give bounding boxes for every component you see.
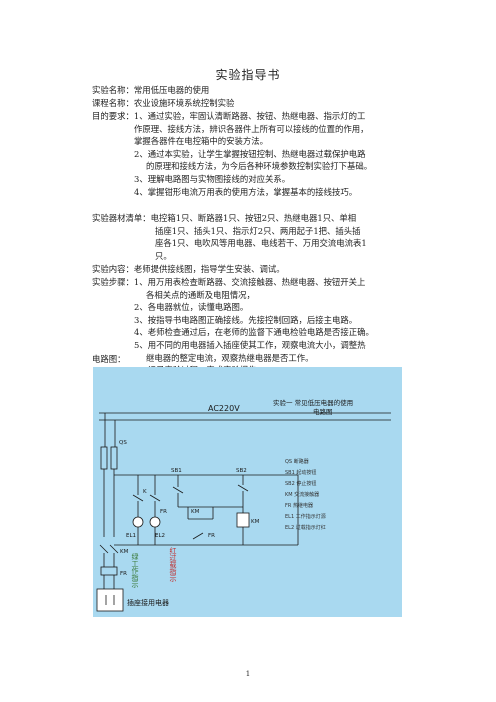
km-main-label: KM bbox=[120, 549, 129, 555]
item-line: 通过本实验，让学生掌握按钮控制、热继电器过载保护电路 bbox=[147, 148, 366, 159]
km-coil bbox=[236, 512, 250, 528]
equipment-label: 实验器材清单： bbox=[92, 213, 151, 223]
circuit-title-2: 电路图 bbox=[313, 407, 333, 416]
content-label: 实验内容： bbox=[92, 264, 134, 274]
purpose-item: 1、通过实验，牢固认清断路器、按钮、热继电器、指示灯的工 bbox=[134, 110, 365, 123]
k-label: K bbox=[143, 489, 147, 495]
sb1-label: SB1 bbox=[171, 468, 182, 474]
km-hold-label: KM bbox=[191, 509, 200, 515]
purpose-item: 2、通过本实验，让学生掌握按钮控制、热继电器过载保护电路 bbox=[134, 148, 432, 161]
el2-lamp bbox=[149, 516, 161, 528]
legend-item-5: FR 热继电器 bbox=[285, 502, 313, 509]
equipment-line: 插座1只、插头1只、指示灯2只、两用起子1把、插头插 bbox=[155, 225, 361, 236]
sb2-contact bbox=[237, 484, 249, 492]
document-title: 实验指导书 bbox=[215, 68, 281, 82]
el1-lamp bbox=[132, 516, 144, 528]
legend-item-7: EL2 过载指示灯红 bbox=[285, 524, 326, 531]
item-number: 1、 bbox=[133, 277, 148, 287]
legend-item-3: SB2 停止按钮 bbox=[285, 480, 316, 487]
red-indicator-text: 红过载指示 bbox=[169, 546, 177, 582]
socket-label: 插座接用电器 bbox=[127, 598, 169, 607]
content-section: 实验内容：老师提供接线图，指导学生安装、调试。 bbox=[92, 263, 432, 276]
diagram-background bbox=[93, 367, 402, 617]
item-line: 理解电路图与实物图接线的对应关系。 bbox=[147, 173, 291, 184]
km-main-contact-2 bbox=[109, 544, 119, 554]
experiment-name-value: 常用低压电器的使用 bbox=[133, 85, 210, 95]
course-name-label: 课程名称： bbox=[92, 97, 134, 108]
item-line: 用万用表检查断路器、交流接触器、热继电器、按钮开关上 bbox=[147, 277, 366, 287]
item-number: 2、 bbox=[134, 302, 148, 313]
item-line: 掌握钳形电流万用表的使用方法，掌握基本的接线技巧。 bbox=[147, 186, 358, 197]
fr-nc-label: FR bbox=[208, 533, 215, 539]
fr-label: FR bbox=[160, 509, 167, 515]
item-line: 各相关点的通断及电阻情况， bbox=[146, 289, 255, 300]
socket bbox=[96, 588, 124, 612]
legend-item-1: QS 断路器 bbox=[285, 458, 309, 465]
purpose-item: 4、掌握钳形电流万用表的使用方法，掌握基本的接线技巧。 bbox=[134, 186, 432, 199]
equipment-section: 实验器材清单：电控箱1只、断路器1只、按钮2只、热继电器1只、单相 插座1只、插… bbox=[92, 212, 432, 262]
item-line: 各电器就位，读懂电路图。 bbox=[147, 302, 249, 313]
experiment-name-label: 实验名称： bbox=[92, 85, 134, 95]
equipment-line: 只。 bbox=[155, 250, 172, 261]
item-line: 通过实验，牢固认清断路器、按钮、热继电器、指示灯的工 bbox=[147, 111, 366, 121]
k-contact bbox=[132, 494, 144, 502]
fr-thermal-label: FR bbox=[120, 571, 127, 577]
qs-label: QS bbox=[119, 440, 127, 446]
item-line: 继电器的整定电流，观察热继电器是否工作。 bbox=[146, 352, 314, 363]
equipment-line: 电控箱1只、断路器1只、按钮2只、热继电器1只、单相 bbox=[150, 213, 357, 223]
equipment-line: 座各1只、电吹风等用电器、电线若干、万用交流电流表1 bbox=[155, 238, 367, 249]
item-line: 的原理和接线方法，为今后各种环境参数控制实验打下基础。 bbox=[146, 161, 373, 172]
item-line: 老师检查通过后，在老师的监督下通电检验电路是否接正确。 bbox=[147, 327, 374, 338]
page-number: 1 bbox=[245, 670, 251, 678]
green-indicator-text: 绿工作指示 bbox=[131, 552, 139, 588]
experiment-info: 实验名称：常用低压电器的使用 课程名称：农业设施环境系统控制实验 bbox=[92, 84, 432, 109]
legend-item-2: SB1 起动按钮 bbox=[285, 469, 316, 476]
legend-item-6: EL1 工作指示灯源 bbox=[285, 513, 326, 520]
legend-item-4: KM 交流接触器 bbox=[285, 491, 319, 498]
item-number: 3、 bbox=[134, 173, 148, 184]
el2-label: EL2 bbox=[155, 533, 165, 539]
step-item: 5、用不同的用电器插入插座使其工作，观察电流大小，调整热 bbox=[134, 339, 432, 352]
item-number: 1、 bbox=[133, 111, 148, 121]
purpose-section: 目的要求： 1、通过实验，牢固认清断路器、按钮、热继电器、指示灯的工 作原理、接… bbox=[92, 110, 432, 198]
item-line: 掌握各器件在电控箱中的安装方法。 bbox=[134, 136, 268, 147]
item-line: 作原理、接线方法，辨识各器件上所有可以接线的位置的作用， bbox=[134, 123, 369, 134]
course-name-value: 农业设施环境系统控制实验 bbox=[133, 97, 235, 108]
sb1-contact bbox=[172, 486, 184, 494]
fr-thermal bbox=[100, 566, 118, 576]
item-number: 5、 bbox=[134, 339, 148, 350]
voltage-label: AC220V bbox=[208, 404, 240, 413]
content-value: 老师提供接线图，指导学生安装、调试。 bbox=[133, 264, 285, 274]
el1-label: EL1 bbox=[126, 533, 136, 539]
km-coil-label: KM bbox=[251, 519, 260, 525]
steps-label: 实验步骤： bbox=[92, 277, 134, 287]
purpose-items: 1、通过实验，牢固认清断路器、按钮、热继电器、指示灯的工 bbox=[134, 110, 365, 123]
km-main-contact-1 bbox=[99, 544, 109, 554]
diagram-label: 电路图： bbox=[92, 354, 126, 364]
purpose-label: 目的要求： bbox=[92, 111, 134, 121]
purpose-item: 3、理解电路图与实物图接线的对应关系。 bbox=[134, 173, 432, 186]
item-number: 4、 bbox=[134, 327, 148, 338]
fr-nc-contact bbox=[192, 532, 204, 540]
sb2-label: SB2 bbox=[236, 468, 247, 474]
item-number: 2、 bbox=[134, 148, 148, 159]
step-item: 2、各电器就位，读懂电路图。 bbox=[134, 301, 432, 314]
circuit-title-1: 实验一 常见低压电器的使用 bbox=[273, 398, 353, 407]
item-line: 按指导书电路图正确接线。先接控制回路，后接主电路。 bbox=[147, 314, 358, 325]
fr-contact bbox=[149, 494, 161, 502]
item-line: 用不同的用电器插入插座使其工作，观察电流大小，调整热 bbox=[147, 339, 366, 350]
step-item: 3、按指导书电路图正确接线。先接控制回路，后接主电路。 bbox=[134, 314, 432, 327]
item-number: 4、 bbox=[134, 186, 148, 197]
step-item: 4、老师检查通过后，在老师的监督下通电检验电路是否接正确。 bbox=[134, 326, 432, 339]
item-number: 3、 bbox=[134, 314, 148, 325]
circuit-diagram: AC220V 实验一 常见低压电器的使用 电路图 QS SB1 SB2 K FR… bbox=[93, 367, 402, 617]
